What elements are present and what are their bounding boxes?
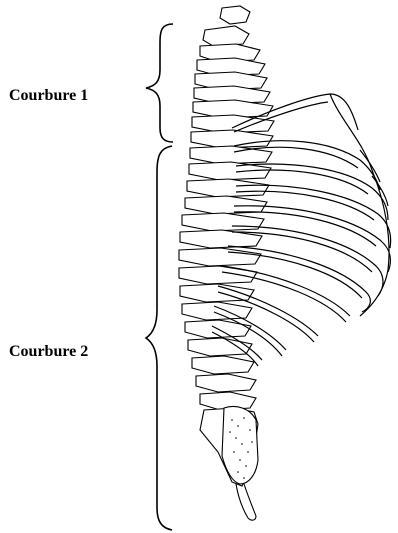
brace-2 xyxy=(146,146,172,530)
vertebral-column xyxy=(179,6,274,410)
curve-2-label: Courbure 2 xyxy=(9,343,88,361)
coccyx xyxy=(236,484,256,520)
curve-1-label: Courbure 1 xyxy=(9,87,88,105)
brace-1 xyxy=(146,24,173,142)
sacrum xyxy=(200,407,258,487)
